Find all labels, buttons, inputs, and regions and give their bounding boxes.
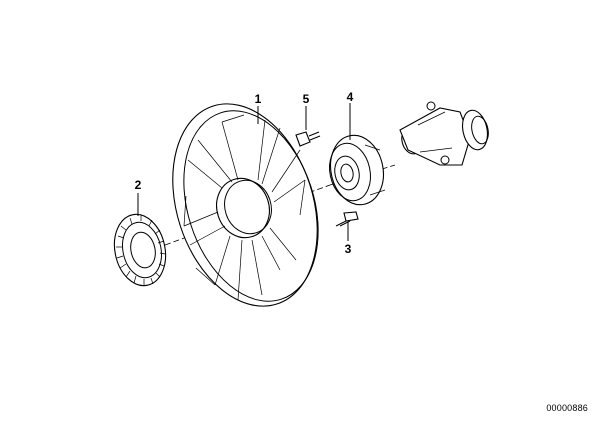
callout-2: 2 <box>135 178 142 192</box>
fan-clutch-gear-part <box>113 213 167 287</box>
leader-lines <box>137 103 351 241</box>
water-pump-assembly <box>399 101 489 166</box>
screw-part <box>295 131 321 147</box>
bolt-part <box>335 211 359 227</box>
fan-blade-part <box>172 103 319 307</box>
callout-5: 5 <box>303 92 310 106</box>
callout-3: 3 <box>345 242 352 256</box>
callout-1: 1 <box>255 92 262 106</box>
callout-4: 4 <box>347 90 354 104</box>
pulley-part <box>329 134 386 206</box>
document-number: 00000886 <box>546 403 588 413</box>
